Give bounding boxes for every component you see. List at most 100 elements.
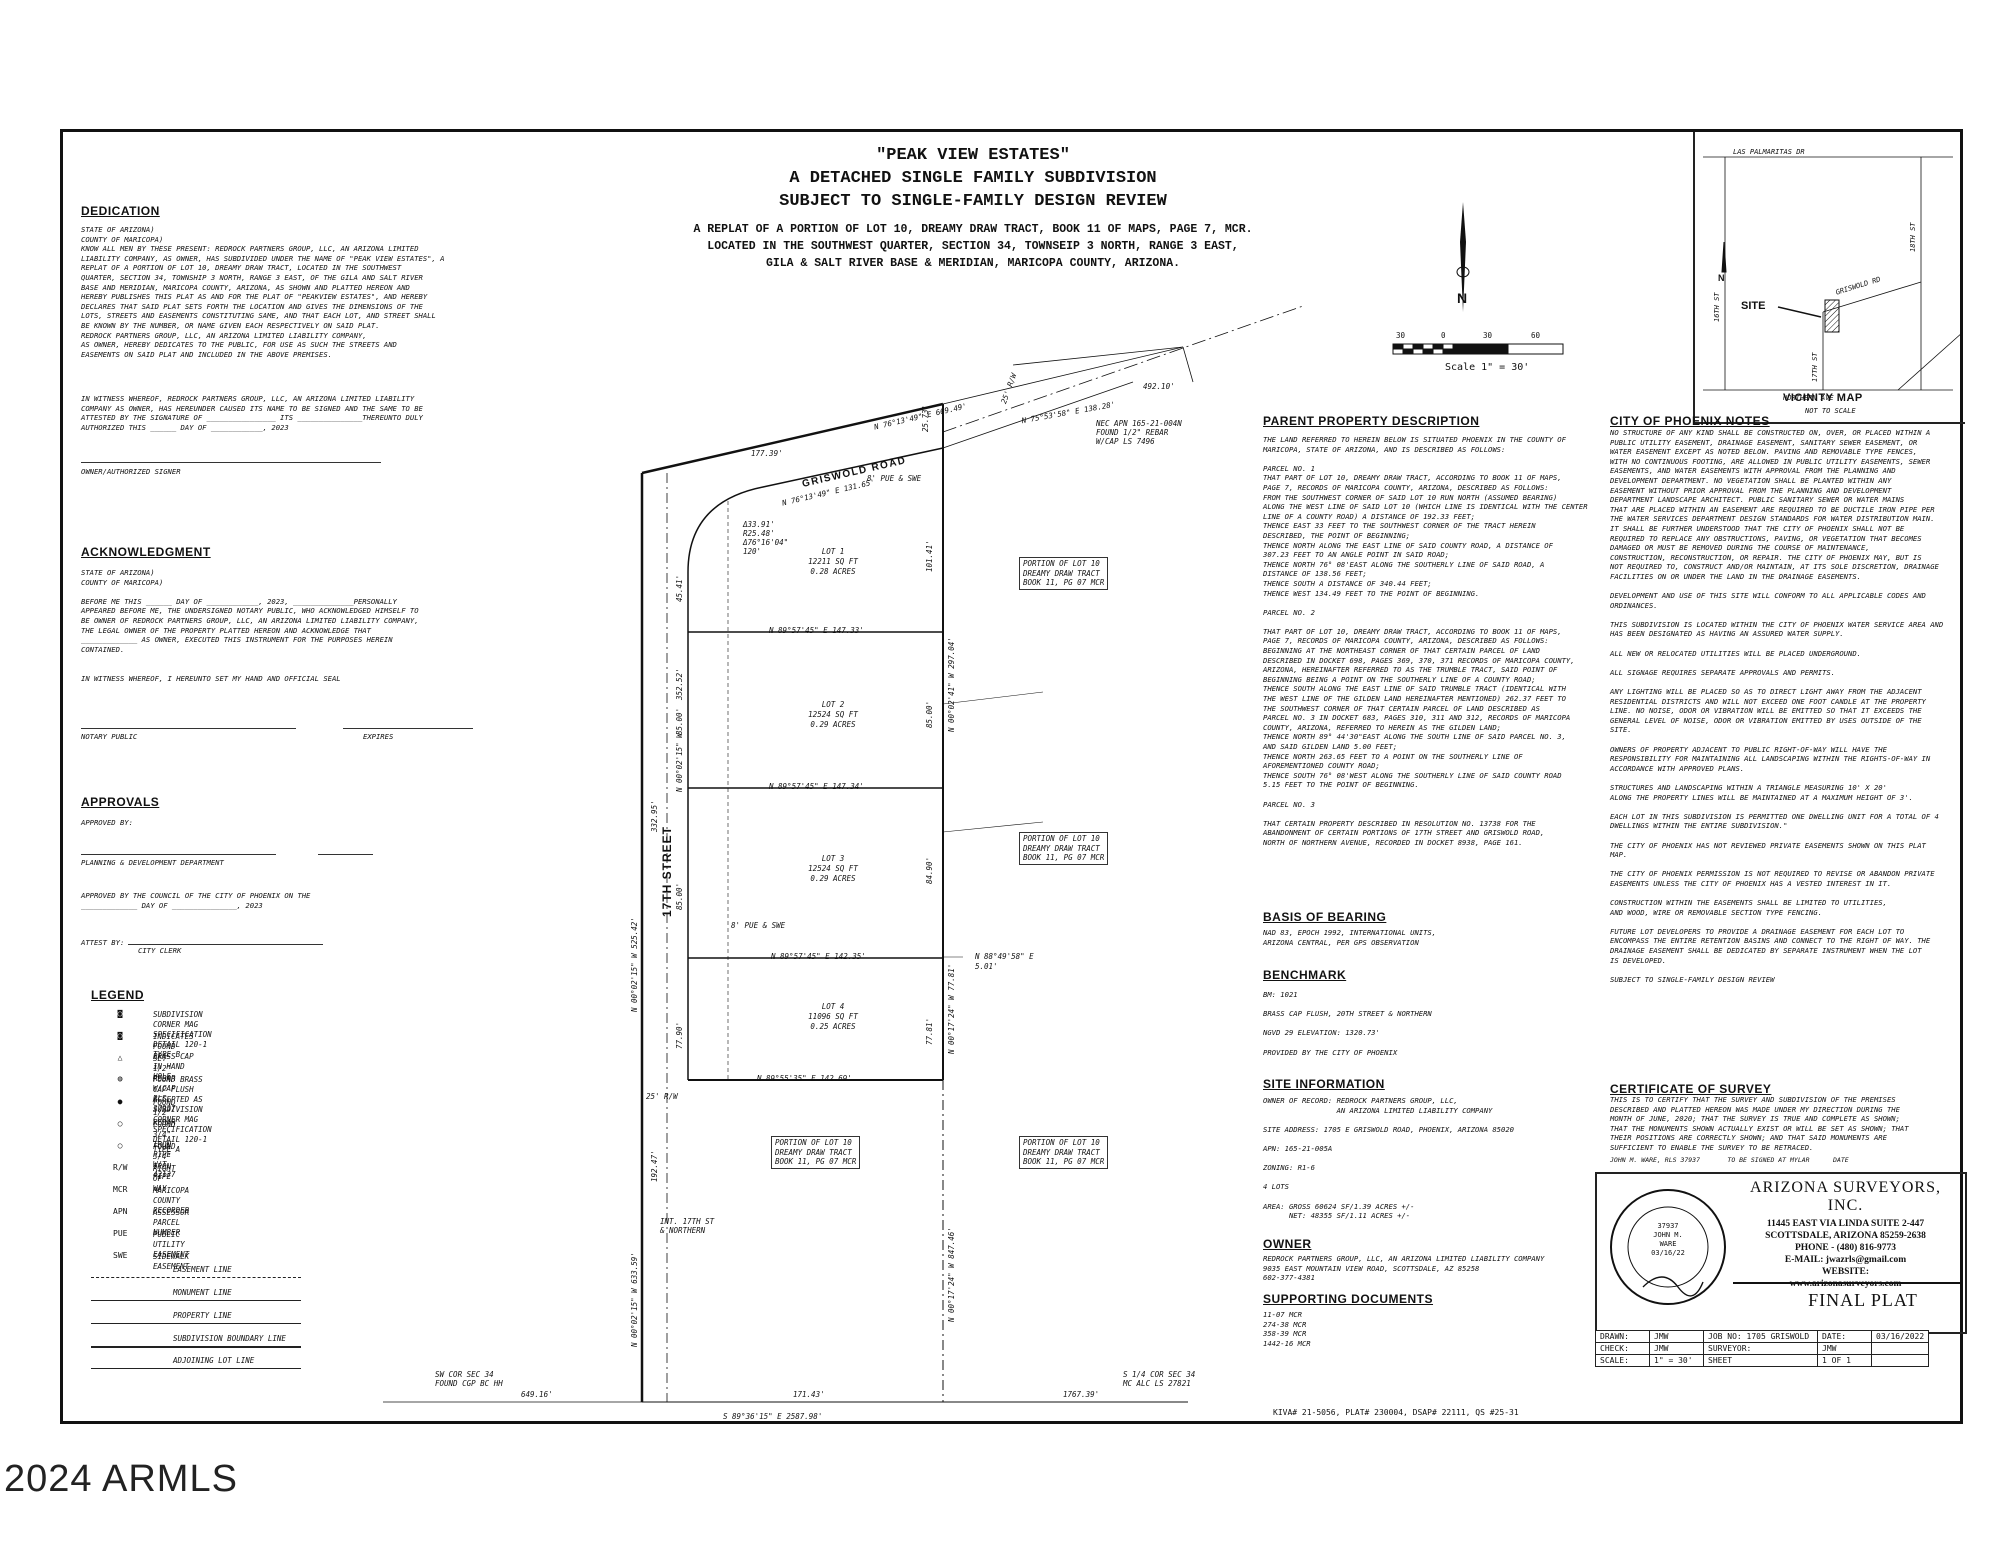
callout-line: W/CAP LS 7496	[1096, 437, 1155, 446]
north-arrow-icon	[1456, 202, 1470, 312]
firm-name: ARIZONA SURVEYORS, INC.	[1750, 1179, 1941, 1214]
scale-number: 0	[1441, 331, 1446, 340]
legend-item: ●FOUND 1/2" REBAR	[118, 1097, 176, 1128]
subtitle-block: A REPLAT OF A PORTION OF LOT 10, DREAMY …	[603, 221, 1343, 272]
callout-line: Δ33.91'	[743, 520, 775, 529]
title-block-cell: DRAWN:	[1595, 1330, 1650, 1343]
callout-line: 03/16/22	[1651, 1249, 1685, 1257]
adjoining-parcel-text: BOOK 11, PG 07 MCR	[1023, 1157, 1105, 1166]
approval-date-line	[318, 854, 373, 855]
vicinity-street-northern: NORTHERN AVE	[1783, 394, 1834, 402]
vicinity-street-18th: 18TH ST	[1909, 222, 1917, 252]
parent-property-body: THE LAND REFERRED TO HEREIN BELOW IS SIT…	[1263, 435, 1588, 847]
council-approval: APPROVED BY THE COUNCIL OF THE CITY OF P…	[81, 891, 311, 910]
lot-acres: 0.29 ACRES	[810, 720, 856, 729]
title-block-cell: 1" = 30'	[1649, 1354, 1704, 1367]
legend-symbol-icon: ○	[117, 1119, 123, 1128]
approvals-heading: APPROVALS	[81, 795, 160, 809]
legend-item-text: INDICATES FOUND BRASS CAP IN HAND HOLE	[153, 1032, 199, 1081]
firm-info: ARIZONA SURVEYORS, INC. 11445 EAST VIA L…	[1733, 1179, 1958, 1290]
certificate-heading: CERTIFICATE OF SURVEY	[1610, 1082, 1772, 1096]
vicinity-street-las-palmaritas: LAS PALMARITAS DR	[1733, 148, 1805, 156]
legend-symbol-icon: ◍	[117, 1074, 123, 1083]
legend-item-text: PUBLIC UTILITY EASEMENT	[153, 1230, 190, 1259]
notary-label: NOTARY PUBLIC	[81, 732, 138, 741]
legend-abbrev: SWE	[113, 1251, 128, 1260]
adjoining-parcel-text: BOOK 11, PG 07 MCR	[1023, 853, 1105, 862]
row-label-17th: 25' R/W	[646, 1092, 678, 1101]
callout-line: NEC APN 165-21-004N	[1096, 419, 1182, 428]
dim-east-297: N 00°02'41" W 297.04'	[947, 637, 956, 732]
dim-lot4-south: N 89°55'35" E 142.69'	[757, 1074, 852, 1083]
city-notes-body: NO STRUCTURE OF ANY KIND SHALL BE CONSTR…	[1610, 428, 1944, 984]
adjoining-parcel-text: BOOK 11, PG 07 MCR	[775, 1157, 857, 1166]
legend-line-sample	[91, 1323, 301, 1324]
expires-label: EXPIRES	[363, 732, 394, 741]
legend-item-text: SUBDIVISION CORNER MAG SPECIFICATION DET…	[153, 1010, 217, 1059]
north-label: N	[1457, 290, 1468, 306]
dim-west-525: N 00°02'15" W 525.42'	[630, 917, 639, 1012]
lot-dimension: 85.00'	[675, 882, 684, 910]
legend-line-sample	[91, 1300, 301, 1301]
basis-of-bearing-heading: BASIS OF BEARING	[1263, 910, 1387, 924]
dim-east-77: N 00°17'24" W 77.81'	[947, 963, 956, 1054]
lot-sqft: 11096 SQ FT	[808, 1012, 858, 1021]
legend-abbrev: APN	[113, 1207, 128, 1216]
scale-number: 30	[1396, 331, 1406, 340]
subdivision-boundary	[642, 460, 965, 1080]
adjoining-parcel-text: PORTION OF LOT 10	[775, 1138, 852, 1147]
lot-sqft: 12211 SQ FT	[808, 557, 858, 566]
adjoining-parcel-text: DREAMY DRAW TRACT	[775, 1147, 852, 1157]
dedication-witness: IN WITNESS WHEREOF, REDROCK PARTNERS GRO…	[81, 394, 423, 432]
scale-number: 30	[1483, 331, 1493, 340]
benchmark-heading: BENCHMARK	[1263, 968, 1347, 982]
legend-abbrev: MCR	[113, 1185, 128, 1194]
dim-west-bearing: N 00°02'15" W	[675, 733, 684, 792]
certificate-signature-line: JOHN M. WARE, RLS 37937 TO BE SIGNED AT …	[1610, 1156, 1849, 1164]
attest-label: ATTEST BY:	[81, 938, 125, 947]
legend-item-text: SET 1/2" REBAR W/CAP RLS 37937	[153, 1054, 181, 1113]
dim-west-332: 332.95'	[650, 800, 659, 832]
callout-line: INT. 17TH ST	[660, 1217, 715, 1226]
supporting-docs-body: 11-07 MCR 274-38 MCR 358-39 MCR 1442-16 …	[1263, 1310, 1311, 1348]
subtitle-1: A REPLAT OF A PORTION OF LOT 10, DREAMY …	[693, 223, 1253, 236]
legend-item: ○FOUND 3/4" IRON PIPE W/T 42137	[118, 1119, 176, 1180]
lot-dimension: 84.90'	[925, 856, 934, 884]
legend-line-sample	[91, 1346, 301, 1348]
planning-dept-label: PLANNING & DEVELOPMENT DEPARTMENT	[81, 858, 224, 867]
supporting-docs-heading: SUPPORTING DOCUMENTS	[1263, 1292, 1434, 1306]
dedication-body: STATE OF ARIZONA) COUNTY OF MARICOPA) KN…	[81, 225, 445, 359]
site-info-heading: SITE INFORMATION	[1263, 1077, 1385, 1091]
firm-email: E-MAIL: jwazrls@gmail.com	[1784, 1255, 1907, 1265]
dim-east-847: N 00°17'24" W 847.46'	[947, 1227, 956, 1322]
legend-item: ◙SUBDIVISION CORNER MAG SPECIFICATION DE…	[118, 1009, 212, 1060]
owner-heading: OWNER	[1263, 1237, 1312, 1251]
legend-line-label: ADJOINING LOT LINE	[173, 1356, 255, 1365]
vicinity-north-label: N	[1718, 273, 1725, 283]
legend-symbol-icon: ○	[117, 1141, 123, 1150]
legend-line-label: MONUMENT LINE	[173, 1288, 232, 1297]
firm-phone: PHONE - (480) 816-9773	[1794, 1243, 1897, 1253]
lot-acres: 0.28 ACRES	[810, 567, 856, 576]
street-label-17th: 17TH STREET	[660, 825, 674, 917]
vicinity-site-label: SITE	[1741, 300, 1766, 312]
title-line-2: A DETACHED SINGLE FAMILY SUBDIVISION	[789, 169, 1157, 188]
lot-dimension: 101.41'	[925, 540, 934, 572]
dedication-heading: DEDICATION	[81, 204, 160, 218]
title-block-cell: 1 OF 1	[1817, 1354, 1872, 1367]
dim-177: 177.39'	[751, 449, 783, 458]
firm-website-label: WEBSITE:	[1822, 1267, 1869, 1277]
dim-west-633: N 00°02'15" W 633.59'	[630, 1252, 639, 1347]
expires-line	[343, 728, 473, 729]
title-line-1: "PEAK VIEW ESTATES"	[876, 146, 1070, 165]
dim-section-line: S 89°36'15" E 2587.98'	[723, 1412, 823, 1421]
plat-sheet: "PEAK VIEW ESTATES" A DETACHED SINGLE FA…	[60, 129, 1967, 1424]
basis-of-bearing-body: NAD 83, EPOCH 1992, INTERNATIONAL UNITS,…	[1263, 928, 1437, 947]
